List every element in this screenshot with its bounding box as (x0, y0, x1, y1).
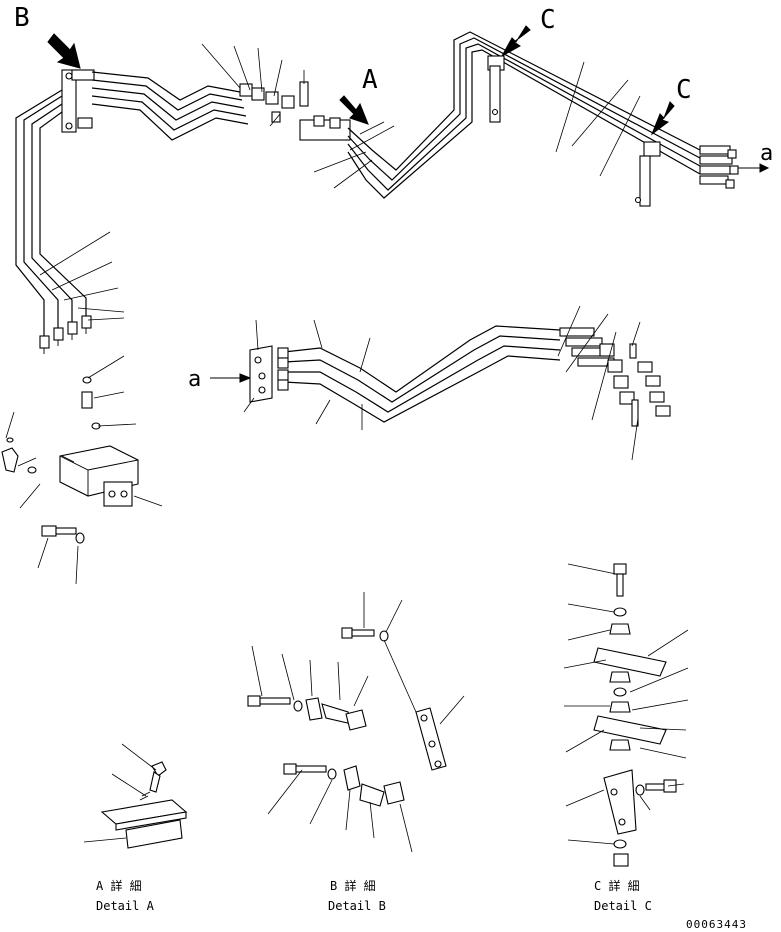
view-letter-b: B (14, 3, 30, 33)
valve-block-assembly (1, 355, 163, 585)
caption-c-jp: C 詳 細 (594, 878, 640, 893)
pipe-bundle-left (15, 89, 87, 340)
middle-piping-assembly: a (188, 305, 671, 461)
caption-b-en: Detail B (328, 899, 386, 913)
bolt-b-middle (247, 695, 261, 707)
connection-mark-a-top: a (760, 141, 773, 166)
pipe-end-fittings-left (39, 315, 92, 354)
bolt-c-vertical (613, 563, 627, 575)
detail-b: B 詳 細 Detail B (247, 592, 465, 913)
clamp-half-lower-a (125, 819, 183, 849)
nut-c (613, 853, 629, 867)
view-letter-c-right: C (676, 75, 692, 105)
clamp-c-upper (609, 623, 631, 635)
caption-b-jp: B 詳 細 (330, 878, 376, 893)
caption-a-jp: A 詳 細 (96, 878, 142, 893)
bracket-c-upper (487, 55, 505, 123)
view-arrow-c-upper-icon (500, 25, 531, 58)
stay-plate-b (415, 707, 447, 771)
clamp-b-middle (305, 697, 323, 721)
pipe-end-fittings-middle-right (559, 327, 671, 427)
pipe-bundle-upper-left (91, 71, 249, 141)
pipe-clamp-a (299, 115, 351, 141)
view-letter-a: A (362, 65, 378, 95)
drawing-number: 00063443 (686, 918, 747, 931)
pipe-clamp-b (61, 69, 77, 133)
pipe-end-fittings-middle-left (277, 347, 289, 391)
clamp-b-lower (343, 765, 361, 791)
pipe-bundle-middle-view (283, 325, 561, 423)
connection-arrow-a-top (738, 163, 770, 173)
detail-a: A 詳 細 Detail A (83, 743, 188, 913)
caption-a-en: Detail A (96, 899, 155, 913)
mounting-plate (103, 481, 133, 507)
bolt-head-a (151, 761, 167, 777)
main-piping-assembly: B (14, 3, 773, 354)
view-letter-c-upper: C (540, 5, 556, 35)
pipe-bundle-middle (347, 31, 701, 199)
pipe-joint-fittings-top (239, 81, 309, 123)
bolt-b-upper (341, 627, 353, 639)
elbow-fitting (1, 447, 19, 473)
caption-c-en: Detail C (594, 899, 652, 913)
washer (75, 532, 85, 544)
bolt-head (41, 525, 57, 537)
bracket-c-detail (603, 769, 637, 835)
connection-arrow-a-middle (210, 373, 252, 383)
view-arrow-a-icon (339, 95, 369, 125)
view-arrow-c-right-icon (650, 101, 675, 136)
bracket-c-right (634, 141, 661, 207)
pipe-end-fittings-right (699, 145, 739, 189)
view-arrow-b-icon (47, 33, 81, 69)
adapter-fitting (81, 391, 93, 409)
connection-mark-a-middle: a (188, 367, 201, 392)
o-ring (82, 376, 92, 384)
detail-c: C 詳 細 Detail C (563, 563, 689, 913)
bolt-b-lower (283, 763, 297, 775)
